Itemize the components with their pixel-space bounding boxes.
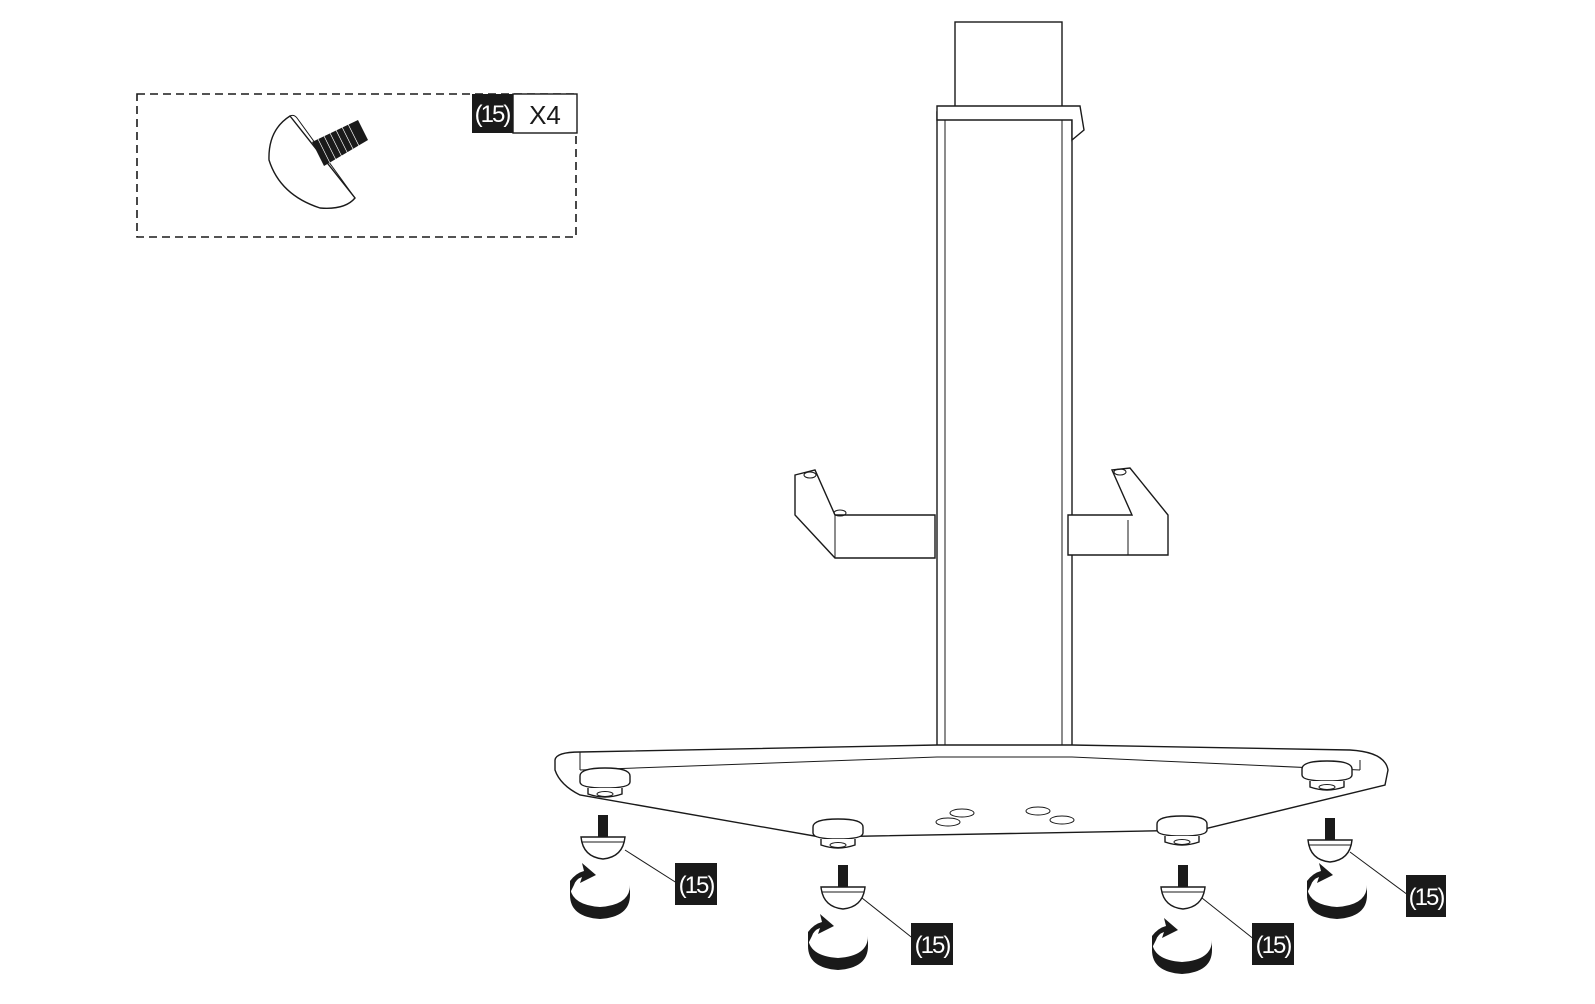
foot-socket (579, 767, 631, 798)
svg-text:(15): (15) (1409, 884, 1445, 911)
part-number-badge (472, 94, 513, 133)
part-number: (15) (475, 101, 511, 128)
foot-socket (1156, 815, 1208, 846)
parts-box: (15) X4 (136, 93, 578, 238)
callout: (15) (1201, 897, 1294, 965)
foot-socket (812, 818, 864, 849)
leveling-foot (1307, 817, 1353, 863)
callout: (15) (624, 849, 717, 905)
svg-text:(15): (15) (679, 872, 715, 899)
left-bracket (794, 469, 936, 559)
callout: (15) (861, 897, 953, 965)
rotate-arrow-icon (808, 914, 868, 970)
svg-text:(15): (15) (1256, 932, 1292, 959)
quantity-box (512, 93, 578, 134)
svg-text:(15): (15) (915, 932, 951, 959)
leveling-foot-icon (268, 114, 368, 209)
leveling-foot (820, 864, 866, 910)
rotate-arrow-icon (1307, 863, 1367, 919)
rotate-arrow-icon (570, 863, 630, 919)
leveling-foot (1160, 864, 1206, 910)
parts-box-border (136, 93, 577, 238)
foot-socket (1301, 760, 1353, 791)
rotate-arrow-icon (1152, 918, 1212, 974)
inner-tube (954, 21, 1063, 113)
base-plate (554, 744, 1389, 838)
leveling-foot (580, 814, 626, 860)
outer-tube (936, 111, 1073, 748)
stand-column (936, 21, 1085, 748)
column-collar (936, 105, 1085, 142)
part-quantity: X4 (529, 100, 561, 130)
right-bracket (1067, 467, 1169, 556)
callout: (15) (1349, 851, 1446, 917)
